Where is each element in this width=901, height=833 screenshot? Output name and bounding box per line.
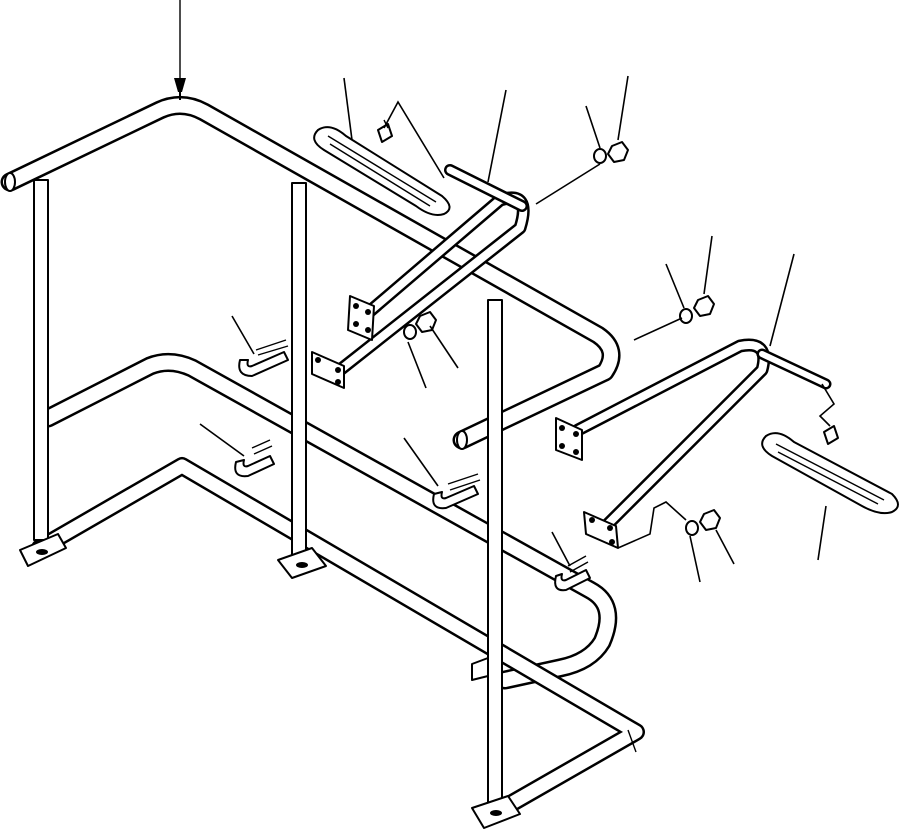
screw bbox=[174, 0, 186, 100]
u-bolt bbox=[432, 473, 481, 510]
u-bolts bbox=[234, 339, 591, 592]
hex-nut bbox=[607, 141, 629, 163]
fasteners bbox=[403, 141, 721, 536]
mirror-mount bbox=[823, 425, 839, 445]
posts bbox=[33, 179, 503, 806]
washer bbox=[403, 324, 417, 340]
post-left bbox=[33, 179, 49, 541]
lower-frame bbox=[31, 353, 645, 819]
washer bbox=[593, 148, 607, 164]
hex-nut bbox=[699, 509, 721, 531]
washer bbox=[679, 308, 693, 324]
tube-end bbox=[456, 430, 468, 450]
mirror-bracket-lower bbox=[555, 338, 832, 549]
tube-end bbox=[4, 172, 16, 192]
foot-plates bbox=[19, 533, 521, 829]
washer bbox=[685, 520, 699, 536]
post-right bbox=[487, 299, 503, 806]
mount-tab bbox=[471, 657, 489, 681]
u-bolt bbox=[238, 339, 289, 377]
leader-lines bbox=[199, 75, 836, 583]
hex-nut bbox=[693, 295, 715, 317]
mirror-lower bbox=[761, 425, 899, 515]
u-bolt bbox=[234, 439, 275, 478]
post-middle bbox=[291, 182, 307, 556]
upper-handrail bbox=[0, 96, 621, 450]
mirror-upper bbox=[313, 119, 451, 216]
u-bolt bbox=[554, 555, 591, 592]
mirror-bracket-upper bbox=[311, 164, 530, 389]
